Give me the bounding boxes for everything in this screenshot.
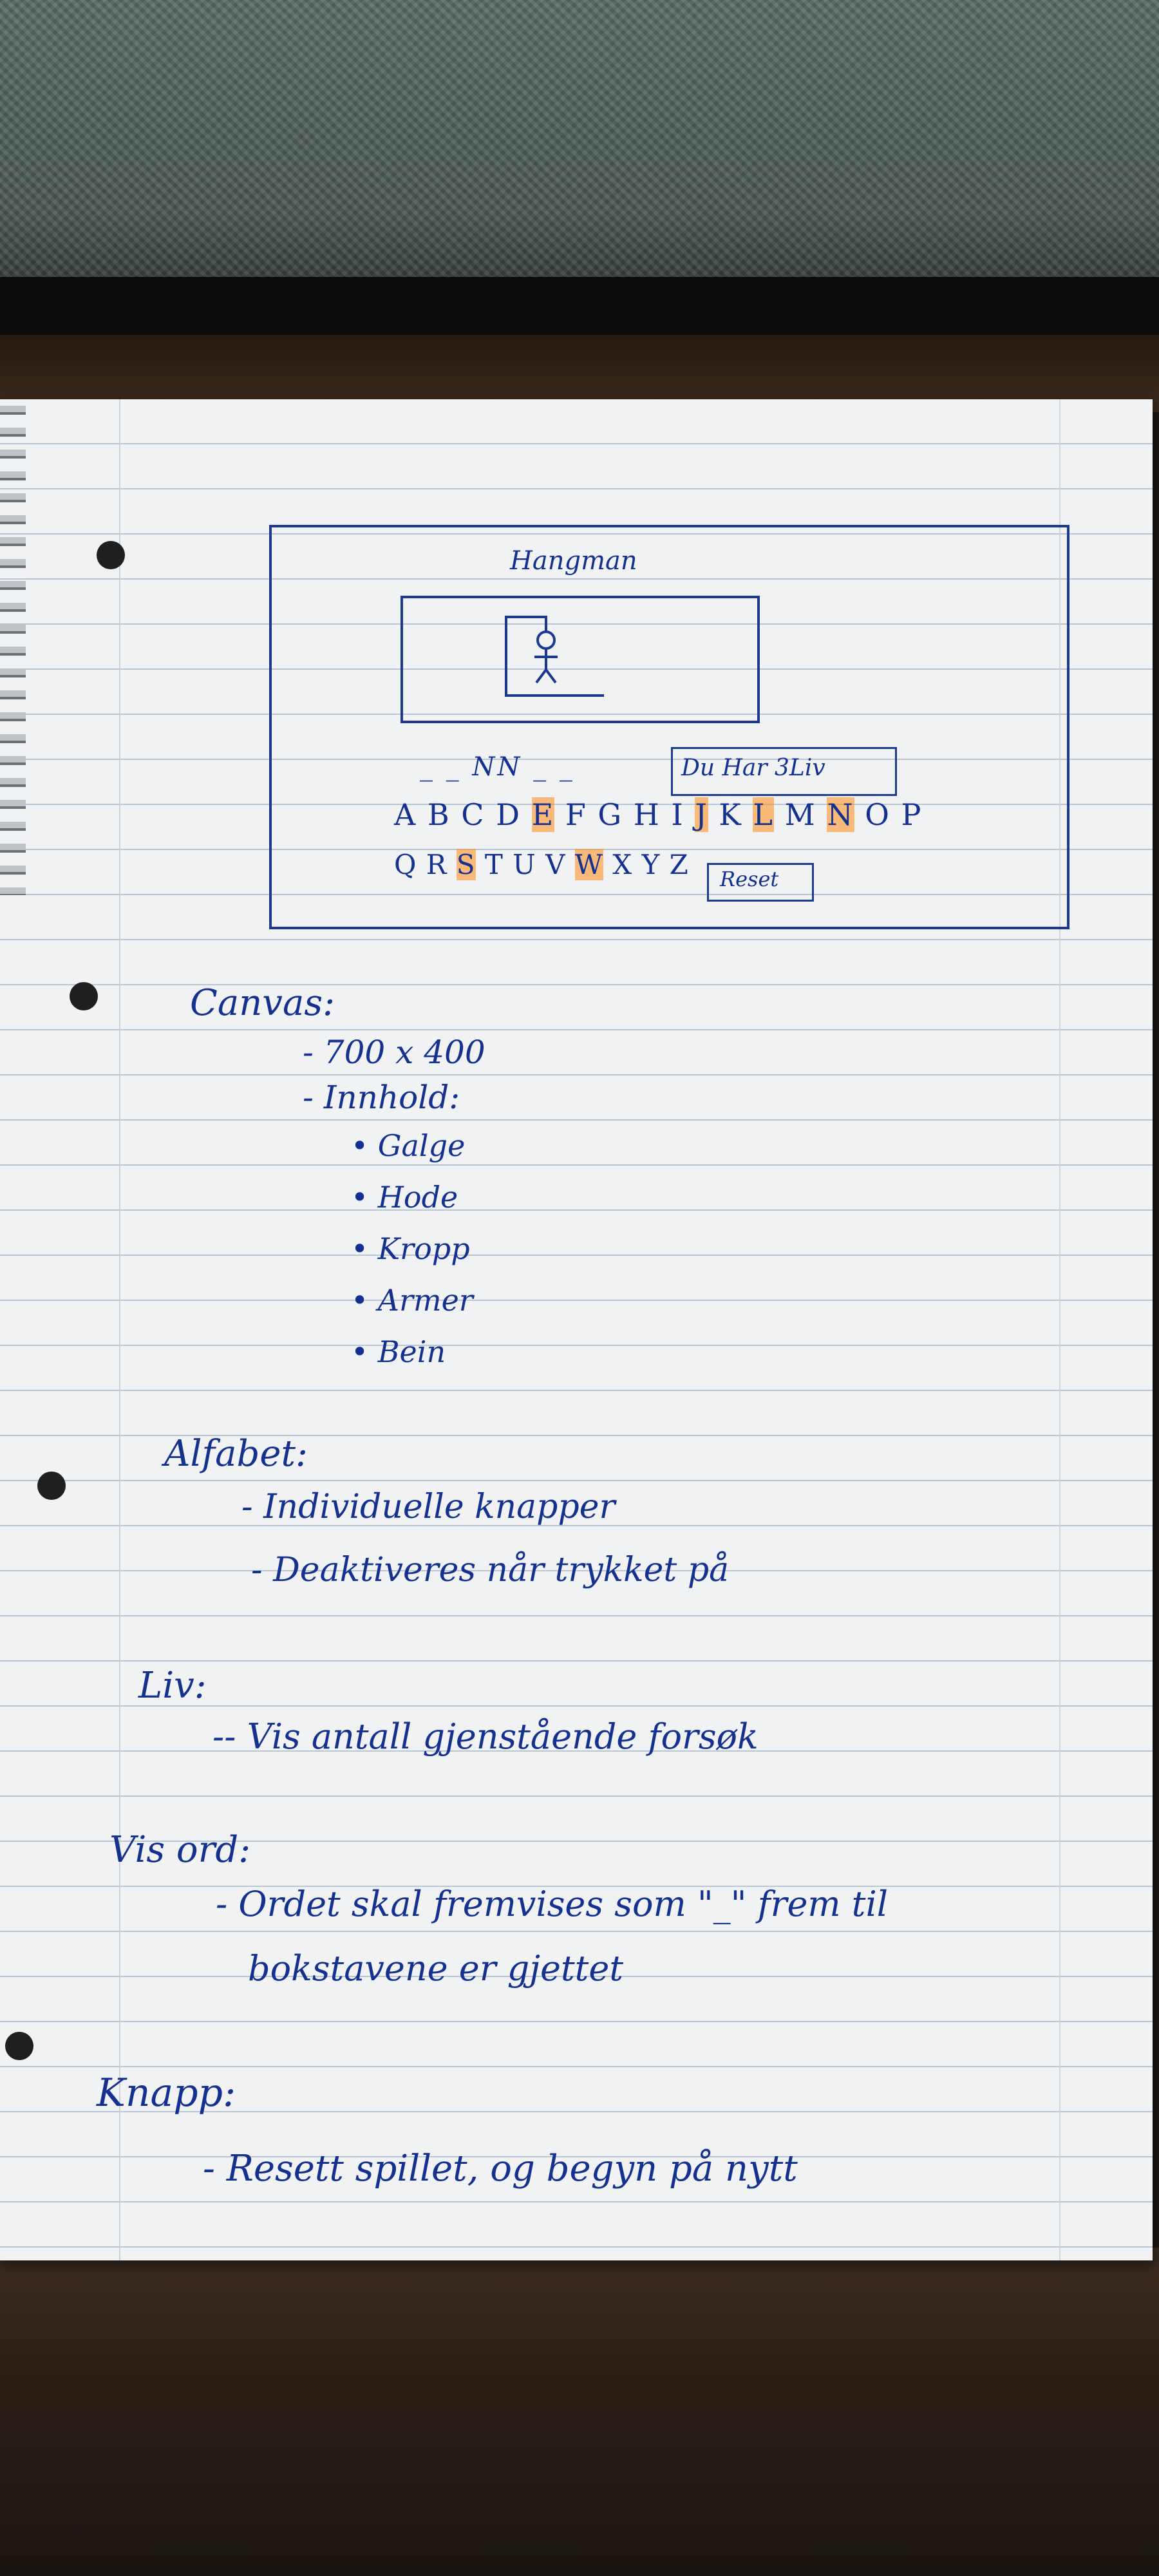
punch-hole xyxy=(37,1472,66,1500)
letter-button[interactable]: Y xyxy=(641,849,661,880)
gallows-icon xyxy=(505,616,604,697)
alphabet-row-2: Q R S T U V W X Y Z xyxy=(394,849,689,880)
letter-button[interactable]: O xyxy=(865,797,890,832)
lives-note: -- Vis antall gjenstående forsøk xyxy=(212,1716,759,1757)
letter-button[interactable]: P xyxy=(901,797,923,832)
letter-button[interactable]: U xyxy=(513,849,536,880)
show-word-heading: Vis ord: xyxy=(109,1829,251,1871)
margin-line xyxy=(119,399,120,2260)
letter-button[interactable]: W xyxy=(574,849,603,880)
notebook-paper xyxy=(0,399,1153,2260)
show-word-note: - Ordet skal fremvises som "_" frem til xyxy=(216,1884,889,1924)
alphabet-note: - Deaktiveres når trykket på xyxy=(251,1551,730,1589)
letter-button[interactable]: Q xyxy=(394,849,417,880)
canvas-size: - 700 x 400 xyxy=(303,1034,485,1071)
letter-button[interactable]: X xyxy=(612,849,633,880)
sketch-canvas xyxy=(400,596,760,723)
letter-button[interactable]: V xyxy=(545,849,566,880)
canvas-item: • Armer xyxy=(351,1283,473,1318)
lives-label: Du Har 3Liv xyxy=(681,755,825,781)
show-word-note: bokstavene er gjettet xyxy=(248,1948,624,1989)
letter-button[interactable]: D xyxy=(496,797,522,832)
letter-button[interactable]: N xyxy=(827,797,854,832)
canvas-heading: Canvas: xyxy=(190,982,335,1024)
alphabet-note: - Individuelle knapper xyxy=(241,1488,616,1526)
reset-label: Reset xyxy=(720,867,779,891)
letter-button[interactable]: L xyxy=(753,797,774,832)
letter-button[interactable]: J xyxy=(695,797,708,832)
letter-button[interactable]: C xyxy=(461,797,485,832)
letter-button[interactable]: E xyxy=(531,797,555,832)
button-heading: Knapp: xyxy=(97,2070,236,2116)
spiral-binding xyxy=(0,406,26,895)
letter-button[interactable]: H xyxy=(633,797,661,832)
letter-button[interactable]: F xyxy=(565,797,587,832)
punch-hole xyxy=(5,2032,33,2060)
carbon-fiber-background xyxy=(0,0,1159,303)
canvas-item: • Kropp xyxy=(351,1231,470,1266)
reset-button[interactable] xyxy=(707,863,814,902)
canvas-item: • Hode xyxy=(351,1180,458,1215)
button-note: - Resett spillet, og begyn på nytt xyxy=(203,2148,798,2190)
letter-button[interactable]: B xyxy=(427,797,451,832)
letter-button[interactable]: S xyxy=(456,849,476,880)
lives-box xyxy=(671,747,897,796)
letter-button[interactable]: R xyxy=(426,849,448,880)
punch-hole xyxy=(70,982,98,1010)
lives-heading: Liv: xyxy=(138,1665,207,1707)
margin-line-right xyxy=(1059,399,1060,2260)
hidden-word: _ _ NN _ _ xyxy=(420,752,575,782)
letter-button[interactable]: I xyxy=(671,797,684,832)
sketch-title: Hangman xyxy=(510,546,637,576)
letter-button[interactable]: G xyxy=(598,797,623,832)
letter-button[interactable]: M xyxy=(784,797,816,832)
canvas-item: • Galge xyxy=(351,1128,466,1163)
letter-button[interactable]: K xyxy=(719,797,742,832)
letter-button[interactable]: T xyxy=(484,849,504,880)
wooden-table-bottom xyxy=(0,2248,1159,2576)
wireframe-frame xyxy=(269,525,1069,929)
alphabet-row-1: A B C D E F G H I J K L M N O P xyxy=(394,797,922,832)
punch-hole xyxy=(97,541,125,569)
letter-button[interactable]: A xyxy=(394,797,417,832)
canvas-content-heading: - Innhold: xyxy=(303,1079,460,1116)
letter-button[interactable]: Z xyxy=(669,849,689,880)
alphabet-heading: Alfabet: xyxy=(164,1433,308,1475)
canvas-item: • Bein xyxy=(351,1334,446,1369)
